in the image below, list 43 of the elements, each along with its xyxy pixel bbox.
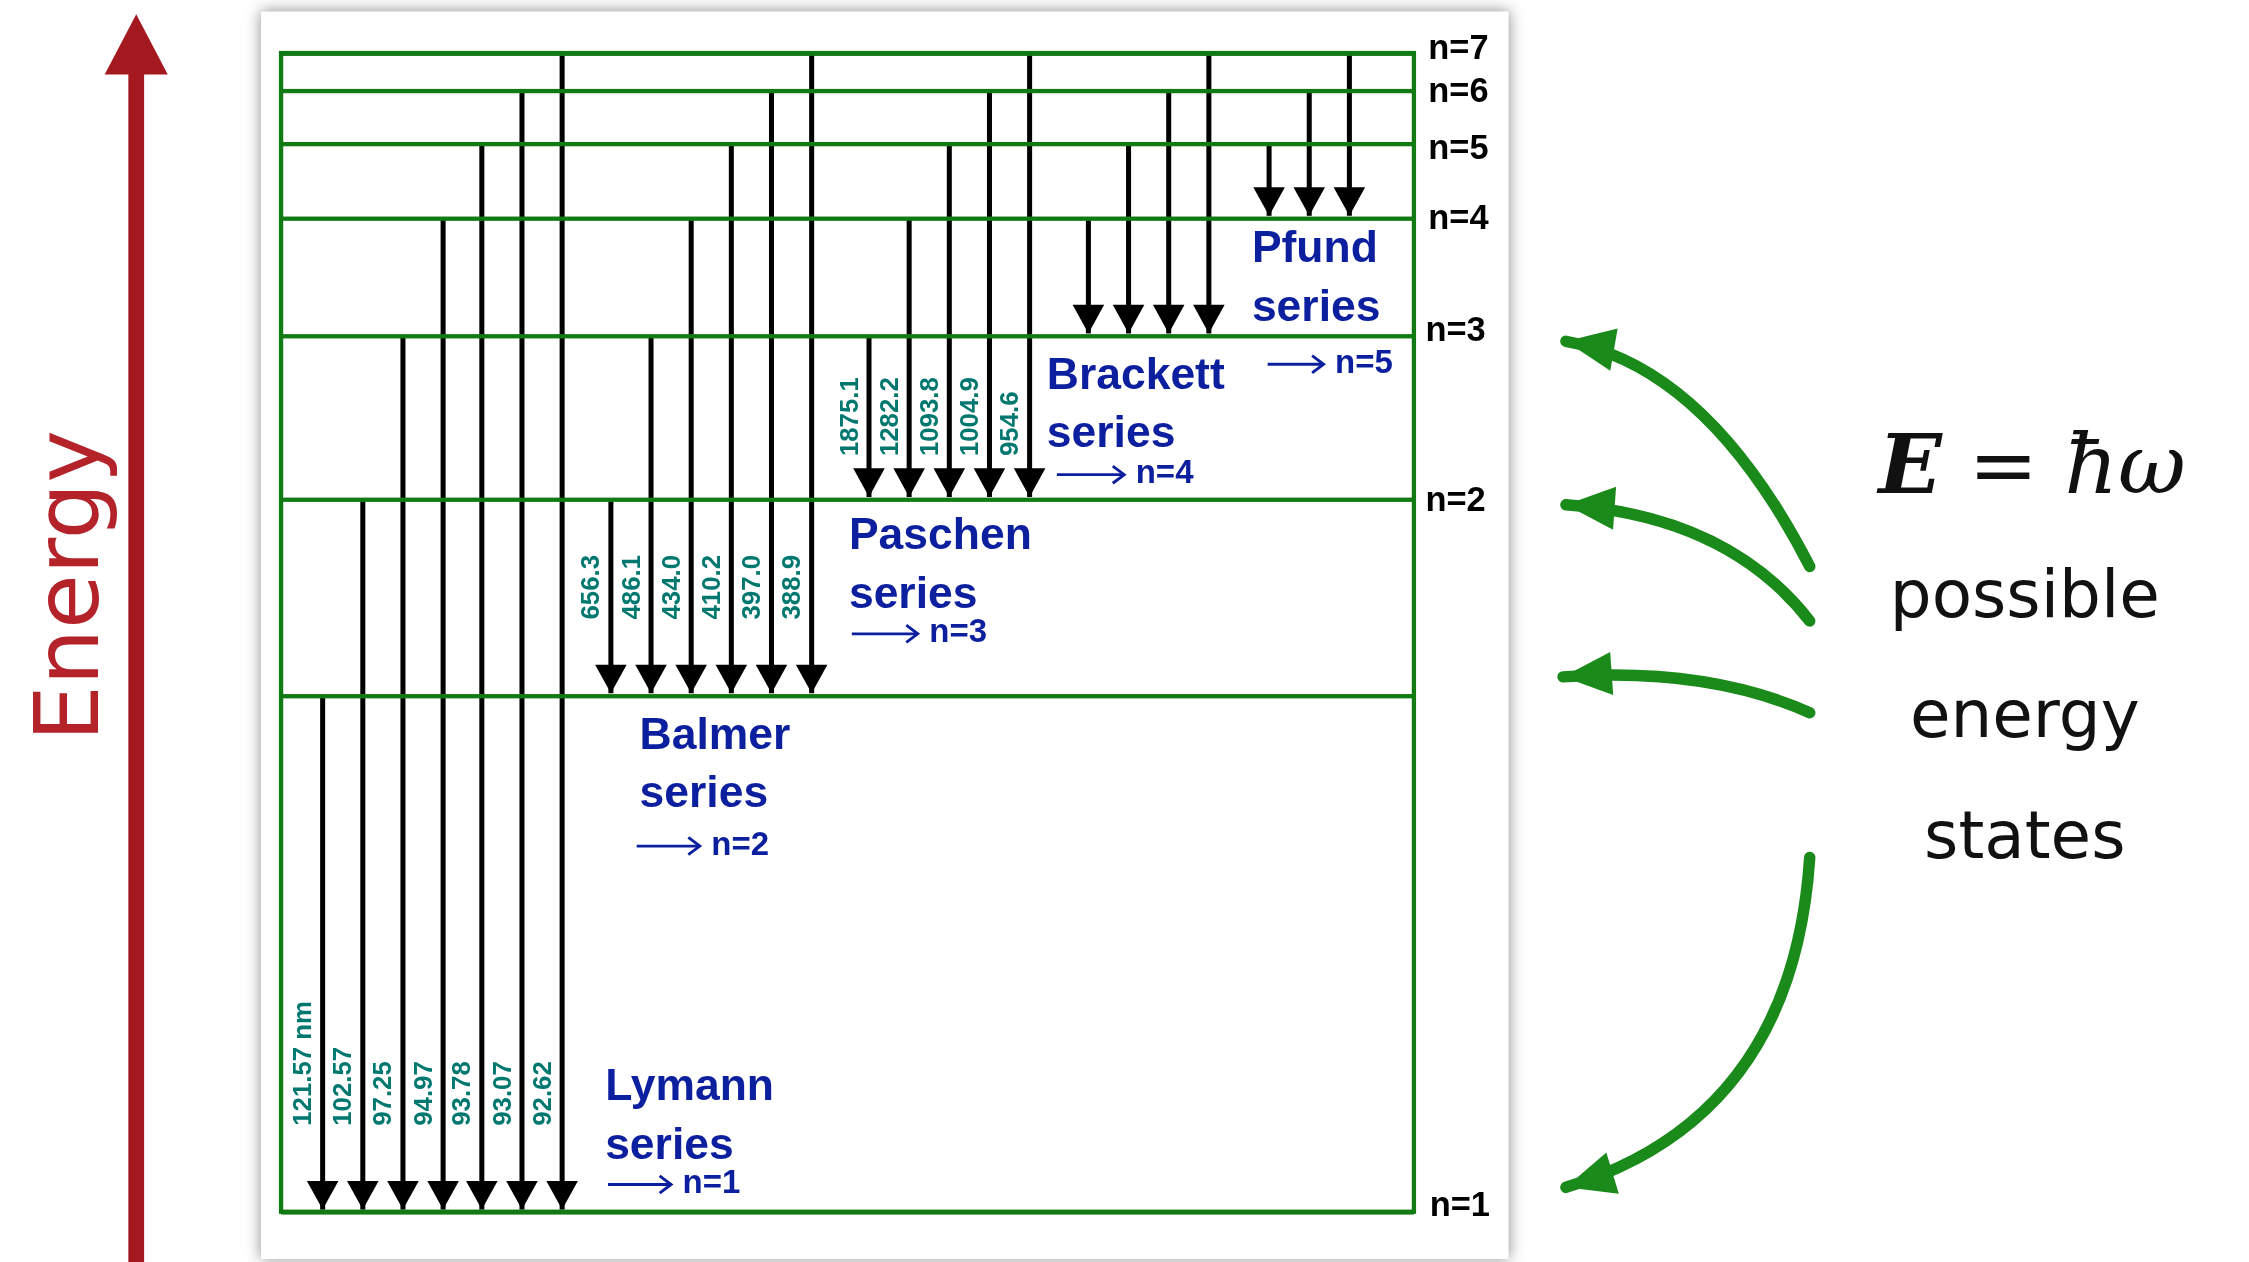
transition-arrow [1333,55,1366,216]
transition-arrow [1152,92,1185,334]
transition-arrow [347,501,379,1210]
transition-arrow [635,337,667,694]
curved-arrow [1560,851,1816,1194]
transition-arrow [1293,92,1325,216]
transition-arrow [546,55,578,1210]
level-label: n=3 [1425,309,1486,350]
transition-arrow [675,220,707,694]
transition-arrow [1253,145,1285,216]
transition-arrow [1112,145,1145,334]
level-label: n=7 [1428,27,1489,68]
transition-arrow [893,220,925,497]
series-label: Pfund series [1251,221,1382,334]
transition-arrow [306,697,339,1210]
transition-arrow [427,220,459,1210]
transition-arrow [933,145,966,497]
transition-arrow [1193,55,1225,334]
handwritten-note: possible energy states [1809,533,2240,895]
transition-arrow [795,55,828,694]
transition-arrow [1013,55,1046,497]
level-label: n=2 [1425,478,1486,520]
level-label: n=4 [1428,197,1489,239]
level-label: n=6 [1428,70,1489,111]
target-level-label: n=2 [711,824,770,864]
axis-label: Energy [14,430,119,742]
series-label: Balmer series [639,707,792,820]
transition-arrow [387,337,419,1210]
transition-arrow [853,337,885,497]
target-level-label: n=5 [1335,342,1393,382]
transition-arrow [506,92,538,1210]
level-label: n=5 [1428,127,1489,168]
curved-arrow [1560,331,1816,573]
level-label: n=1 [1429,1184,1490,1225]
curved-arrow [1560,488,1816,627]
transition-arrow [973,92,1006,497]
formula: E = ħω [1878,415,2186,514]
transition-arrow [466,145,498,1210]
curved-arrow [1557,652,1816,719]
transition-arrow [595,501,627,694]
transition-arrow [755,92,788,694]
transition-arrow [715,145,748,694]
transition-arrow [1072,220,1105,334]
